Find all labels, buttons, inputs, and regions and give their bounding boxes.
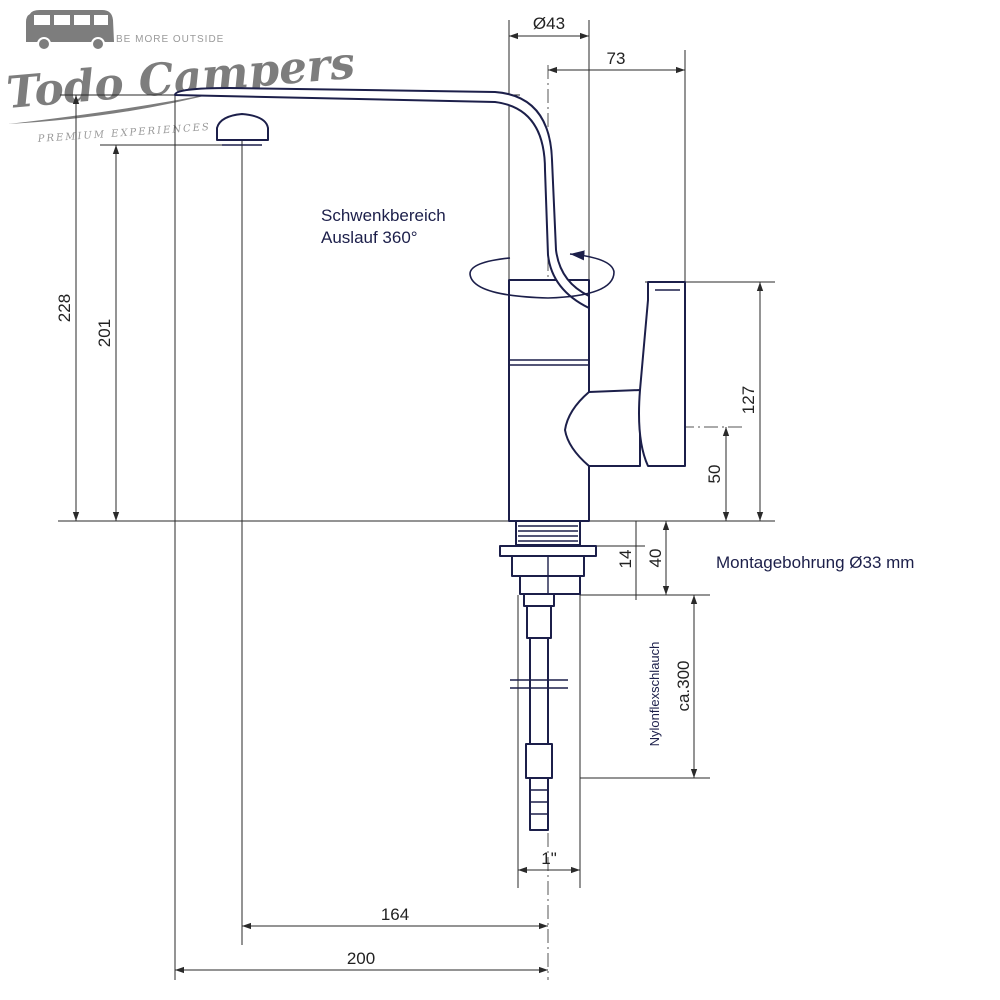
swivel-arrow [469,250,615,299]
mounting-hole-label: Montagebohrung Ø33 mm [716,553,914,572]
dim-handle-axis-height: 50 [705,465,724,484]
spout [174,87,590,309]
dimension-lines [72,32,764,974]
swivel-label-line2: Auslauf 360° [321,228,418,247]
van-icon [26,10,114,51]
todo-campers-logo: BE MORE OUTSIDE Todo Campers PREMIUM EXP… [5,10,357,145]
dim-body-diameter: Ø43 [533,14,565,33]
dim-hose-length: ca.300 [674,660,693,711]
hose-label: Nylonflexschlauch [647,642,662,747]
dim-spout-reach-total: 200 [347,949,375,968]
dim-outlet-height: 201 [95,319,114,347]
dim-spout-offset: 73 [607,49,626,68]
flex-hose [510,593,568,831]
logo-brand-name: Todo Campers [5,38,357,119]
swivel-label-line1: Schwenkbereich [321,206,446,225]
faucet-body [508,279,590,522]
dim-handle-height: 127 [739,386,758,414]
dim-total-height: 228 [55,294,74,322]
mounting-thread [499,520,597,595]
dim-thread-size: 1" [541,849,557,868]
lever-handle [564,281,686,467]
reference-lines [58,20,775,980]
logo-tagline-top: BE MORE OUTSIDE [116,34,224,45]
logo-tagline-bottom: PREMIUM EXPERIENCES [36,122,211,145]
dim-shank-length: 40 [646,549,665,568]
dim-thread-length: 14 [616,550,635,569]
dim-spout-reach-outlet: 164 [381,905,409,924]
